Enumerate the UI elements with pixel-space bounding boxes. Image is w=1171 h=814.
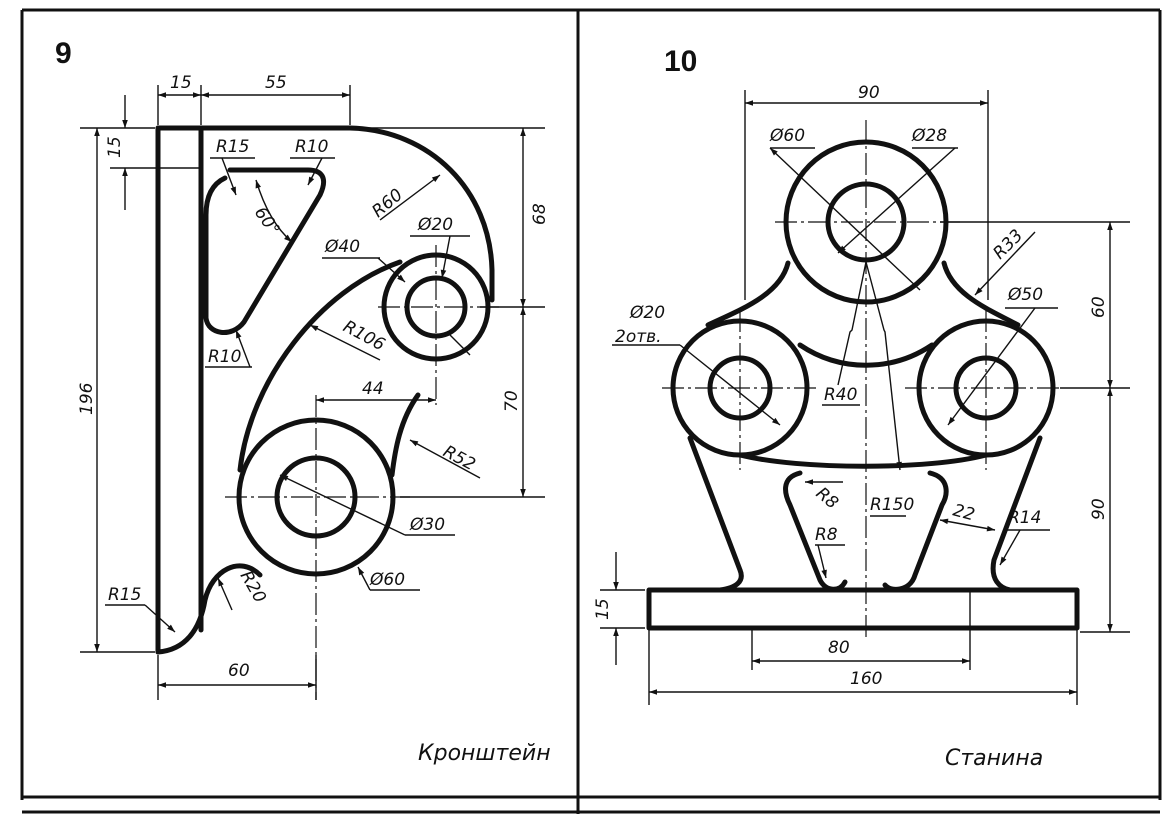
dim-15-side: 15 <box>105 136 125 158</box>
bracket-center-lines <box>225 245 500 700</box>
radius-r20: R20 <box>236 568 270 607</box>
dim-22: 22 <box>951 501 977 526</box>
diameter-60: Ø60 <box>369 570 405 590</box>
radius-r106: R106 <box>340 317 389 356</box>
drawing-title: Станина <box>945 746 1043 771</box>
radius-r15-top: R15 <box>216 137 249 157</box>
dim-60: 60 <box>1089 296 1109 318</box>
frame-drawing: 10 Станина <box>593 45 1130 771</box>
dim-15: 15 <box>593 598 613 620</box>
dim-196: 196 <box>77 382 97 415</box>
dim-68: 68 <box>530 203 550 225</box>
dim-90-top: 90 <box>858 83 880 103</box>
bracket-dimension-lines <box>80 85 545 700</box>
diameter-40: Ø40 <box>324 237 360 257</box>
radius-r15-bottom: R15 <box>108 585 141 605</box>
frame-center-lines <box>662 120 1060 640</box>
bracket-drawing: 9 Кронштейн <box>55 37 551 766</box>
radius-r52: R52 <box>440 442 479 475</box>
diameter-30: Ø30 <box>409 515 445 535</box>
radius-r8-top: R8 <box>812 484 842 514</box>
dim-15-top: 15 <box>170 73 192 93</box>
dim-90-side: 90 <box>1089 498 1109 520</box>
radius-r60: R60 <box>368 185 406 222</box>
radius-r10-top: R10 <box>295 137 328 157</box>
radius-r150: R150 <box>870 495 914 515</box>
radius-r14: R14 <box>1008 508 1041 528</box>
bracket-dimension-labels: 15 55 15 196 R15 R10 60° R60 68 Ø20 Ø40 … <box>77 73 550 681</box>
frame-dimension-lines <box>600 90 1130 705</box>
diameter-28: Ø28 <box>911 126 947 146</box>
dim-160: 160 <box>850 669 882 689</box>
dim-44: 44 <box>362 379 384 399</box>
radius-r40: R40 <box>824 385 857 405</box>
sheet-frame <box>20 8 1162 814</box>
drawing-number: 9 <box>55 37 72 70</box>
dim-70: 70 <box>502 390 522 412</box>
holes-count: 2отв. <box>615 327 662 347</box>
diameter-50: Ø50 <box>1007 285 1043 305</box>
angle-60: 60° <box>250 203 284 239</box>
dim-60: 60 <box>228 661 250 681</box>
dim-55: 55 <box>265 73 287 93</box>
diameter-20: Ø20 <box>417 215 453 235</box>
radius-r33: R33 <box>989 226 1027 264</box>
dim-80: 80 <box>828 638 850 658</box>
radius-r8-bottom: R8 <box>815 525 838 545</box>
bracket-outline <box>155 125 495 655</box>
radius-r10-bottom: R10 <box>208 347 241 367</box>
frame-outline <box>646 139 1080 631</box>
frame-dimension-labels: 90 Ø60 Ø28 R33 60 Ø20 2отв. Ø50 R40 90 R… <box>593 83 1109 689</box>
diameter-60: Ø60 <box>769 126 805 146</box>
diameter-20: Ø20 <box>629 303 665 323</box>
drawing-number: 10 <box>664 45 697 78</box>
drawing-title: Кронштейн <box>418 741 551 766</box>
